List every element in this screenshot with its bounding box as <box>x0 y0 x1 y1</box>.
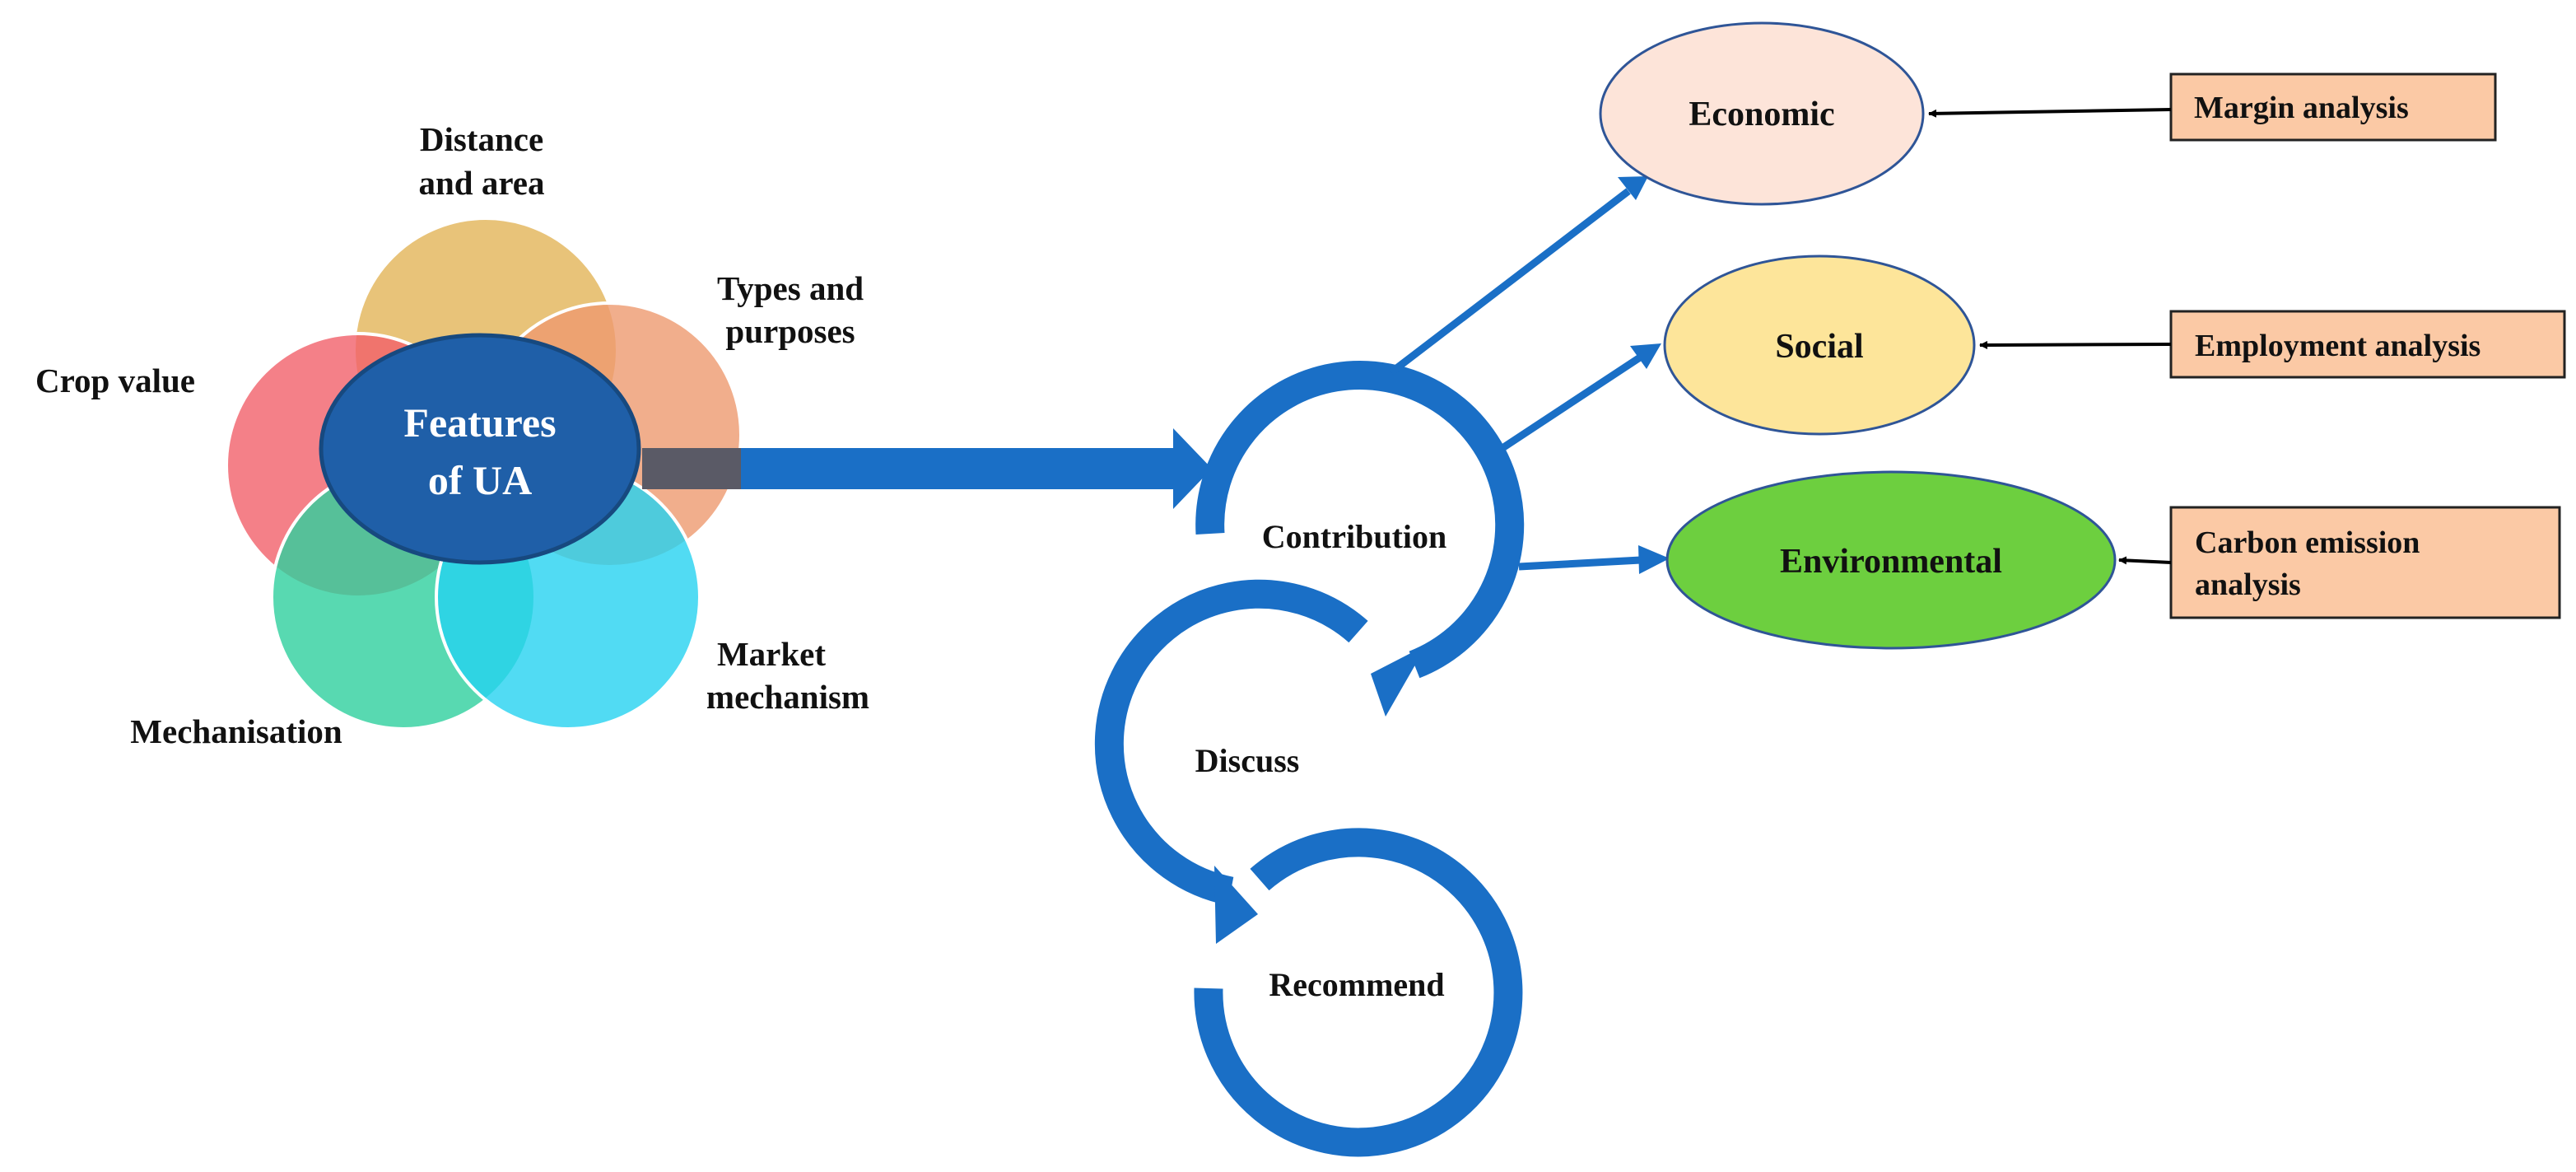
economic-ellipse <box>1599 21 1925 206</box>
environmental-label: Environmental <box>1780 543 2002 581</box>
label-distance-line2: and area <box>418 164 544 202</box>
discuss-arc <box>1094 579 1368 944</box>
margin-analysis-box <box>2169 72 2497 142</box>
features-center-line2: of UA <box>428 457 532 503</box>
features-center-line1: Features <box>403 399 556 446</box>
arrow-margin-to-economic <box>1928 108 2172 118</box>
economic-label: Economic <box>1689 96 1834 133</box>
features-cluster: Features of UA <box>225 217 743 731</box>
carbon-analysis-line2: analysis <box>2195 567 2301 602</box>
features-center-ellipse <box>319 333 641 565</box>
arrow-to-economic <box>1389 176 1648 376</box>
label-crop-value: Crop value <box>35 362 195 399</box>
label-mechanisation: Mechanisation <box>130 712 342 750</box>
cycle-discuss-label: Discuss <box>1195 742 1300 779</box>
social-label: Social <box>1775 328 1863 366</box>
big-right-arrow <box>642 428 1212 509</box>
social-ellipse <box>1663 254 1976 436</box>
recommend-arc <box>1194 828 1523 1157</box>
label-types-line1: Types and <box>717 269 864 307</box>
arrow-carbon-to-environmental <box>2118 556 2172 565</box>
contribution-arc <box>1195 361 1525 717</box>
environmental-ellipse <box>1665 470 2117 650</box>
cycle-contribution-label: Contribution <box>1262 518 1447 555</box>
label-types-line2: purposes <box>725 312 855 350</box>
arrow-to-environmental <box>1518 545 1670 574</box>
label-market-line2: mechanism <box>706 678 869 716</box>
label-distance-line1: Distance <box>420 120 543 158</box>
employment-analysis-box <box>2169 310 2566 379</box>
cycle-recommend-label: Recommend <box>1269 966 1444 1003</box>
label-market-line1: Market <box>717 635 826 673</box>
arrow-employment-to-social <box>1979 340 2172 349</box>
arrow-to-social <box>1500 343 1661 451</box>
carbon-analysis-box <box>2169 506 2561 619</box>
carbon-analysis-line1: Carbon emission <box>2195 525 2420 560</box>
margin-analysis-label: Margin analysis <box>2194 91 2409 125</box>
employment-analysis-label: Employment analysis <box>2195 329 2481 363</box>
